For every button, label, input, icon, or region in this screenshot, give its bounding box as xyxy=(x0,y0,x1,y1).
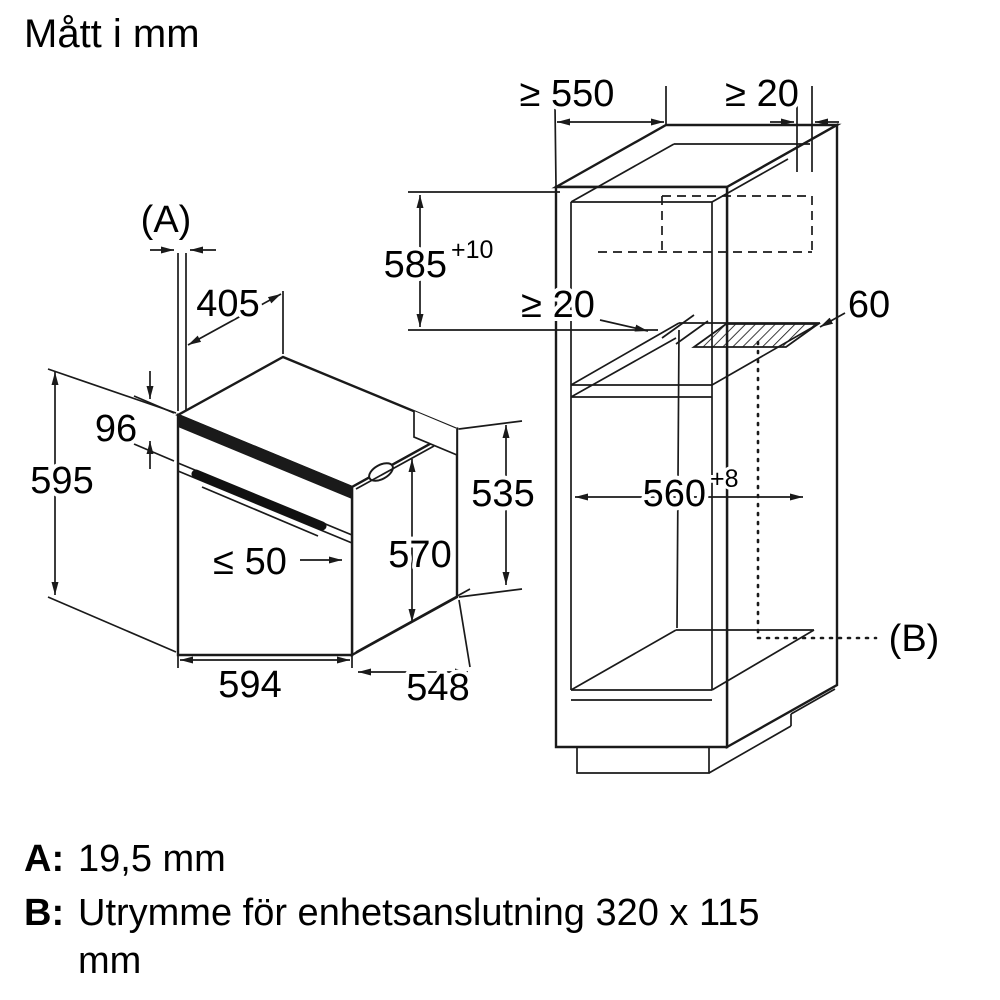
oven-handle-shadow-line xyxy=(201,486,319,537)
dim-oven-body-height-535: 535 xyxy=(458,420,539,598)
legend-text-b: Utrymme för enhetsanslutning 320 x 115 m… xyxy=(78,890,760,986)
cabinet-right-face xyxy=(725,122,839,750)
dim-oven-depth-548: 548 xyxy=(358,599,474,713)
oven-depth-value: 548 xyxy=(406,667,469,709)
oven-door-handle xyxy=(191,469,327,531)
legend-text-b-line2: mm xyxy=(78,939,142,982)
dim-oven-body-depth-570: 570 xyxy=(355,445,471,653)
cabinet-niche-depth-value: ≥ 550 xyxy=(520,73,615,115)
oven-rear-notch-lines xyxy=(413,411,458,456)
oven-rear-notch xyxy=(414,411,457,455)
dim-oven-handle-clearance-50: ≤ 50 xyxy=(209,537,342,587)
legend-key-b: B: xyxy=(24,891,65,934)
oven-handle-clearance-value: ≤ 50 xyxy=(213,541,287,583)
oven-height-value: 595 xyxy=(30,460,93,502)
dim-cabinet-wall-gap-20: ≥ 20 xyxy=(721,69,839,172)
oven-panel-height-value: 96 xyxy=(95,408,137,450)
cabinet-vent-hatch xyxy=(691,323,821,348)
legend-row-b: B: Utrymme för enhetsanslutning 320 x 11… xyxy=(24,890,974,986)
cabinet-niche-interior-lines xyxy=(570,143,810,203)
cabinet-niche-height-tolerance: +10 xyxy=(451,236,493,264)
dim-cabinet-niche-depth-550: ≥ 550 xyxy=(516,69,667,187)
technical-drawing: (A) 405 96 595 ≤ 50 570 xyxy=(26,69,940,774)
legend-row-a: A: 19,5 mm xyxy=(24,836,974,884)
oven-side-grip-hole xyxy=(368,462,394,482)
oven-control-panel xyxy=(178,415,352,499)
dim-cabinet-connection-B: (B) xyxy=(756,340,940,660)
legend: A: 19,5 mm B: Utrymme för enhetsanslutni… xyxy=(24,836,974,992)
dim-oven-front-offset-A: (A) xyxy=(141,199,216,411)
legend-key-a: A: xyxy=(24,838,65,880)
dim-cabinet-rear-gap-20: ≥ 20 xyxy=(517,280,649,332)
dim-cabinet-vent-depth-60: 60 xyxy=(819,280,894,330)
cabinet-drawing xyxy=(551,122,842,774)
dim-cabinet-niche-width-560: 560 +8 xyxy=(575,462,803,519)
legend-text-b-line1: Utrymme för enhetsanslutning 320 x 115 xyxy=(78,891,760,934)
cabinet-frame-lines xyxy=(570,201,713,701)
cabinet-label-b: (B) xyxy=(889,618,940,660)
oven-body-height-value: 535 xyxy=(471,473,534,515)
cabinet-plinth-lines xyxy=(576,688,836,774)
oven-label-a: (A) xyxy=(141,199,192,241)
dim-oven-width-594: 594 xyxy=(177,655,353,710)
cabinet-niche-width-tolerance: +8 xyxy=(710,465,739,493)
dim-oven-height-595: 595 xyxy=(26,368,177,653)
cabinet-lower-interior-lines xyxy=(570,329,815,691)
cabinet-rear-gap-value: ≥ 20 xyxy=(521,284,595,326)
dim-oven-top-depth-405: 405 xyxy=(187,279,284,354)
oven-drawing xyxy=(175,355,460,658)
oven-width-value: 594 xyxy=(218,664,281,706)
cabinet-front-face xyxy=(554,185,729,749)
cabinet-niche-height-value: 585 xyxy=(384,244,447,286)
dim-oven-panel-height-96: 96 xyxy=(91,371,175,469)
oven-top-depth-value: 405 xyxy=(196,283,259,325)
dim-cabinet-niche-height-585: 585 +10 xyxy=(380,191,658,331)
cabinet-shelf-lines xyxy=(570,322,821,398)
cabinet-vent-depth-value: 60 xyxy=(848,284,890,326)
cabinet-niche-width-value: 560 xyxy=(643,473,706,515)
page-title: Mått i mm xyxy=(24,12,200,56)
cabinet-rear-panel-dashed xyxy=(598,195,813,253)
cabinet-rear-gap-lines xyxy=(661,314,709,345)
cabinet-wall-gap-value: ≥ 20 xyxy=(725,73,799,115)
oven-body-depth-value: 570 xyxy=(388,534,451,576)
legend-text-a: 19,5 mm xyxy=(78,838,226,880)
